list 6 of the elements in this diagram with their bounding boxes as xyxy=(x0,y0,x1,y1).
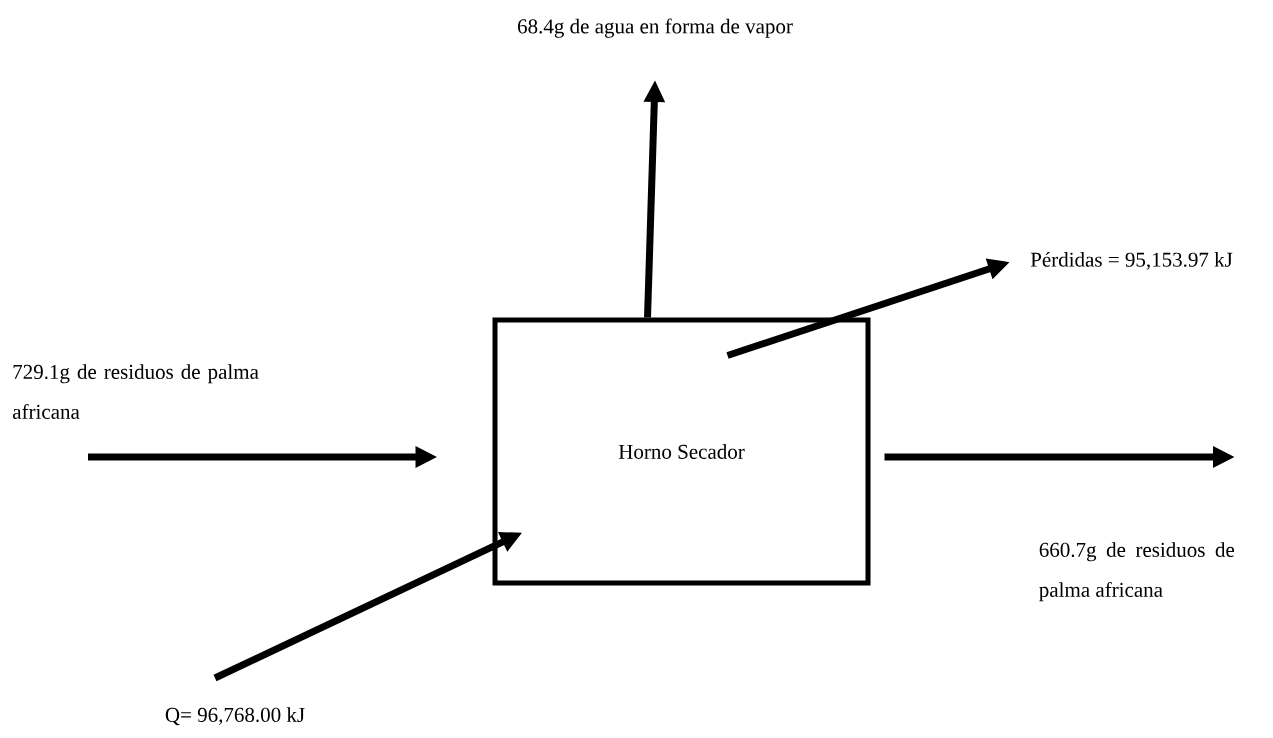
output-label: 68.4g de agua en forma de vapor xyxy=(518,18,793,38)
output-label: 660.7g de residuos de palma africana xyxy=(1039,542,1235,602)
heat-label: Q= 96,768.00 kJ xyxy=(165,707,305,726)
loss-label: Pérdidas = 95,153.97 kJ xyxy=(1030,251,1233,270)
process-box: Horno Secador xyxy=(492,317,871,586)
input-label: 729.1g de residuos de palma africana xyxy=(12,364,259,419)
